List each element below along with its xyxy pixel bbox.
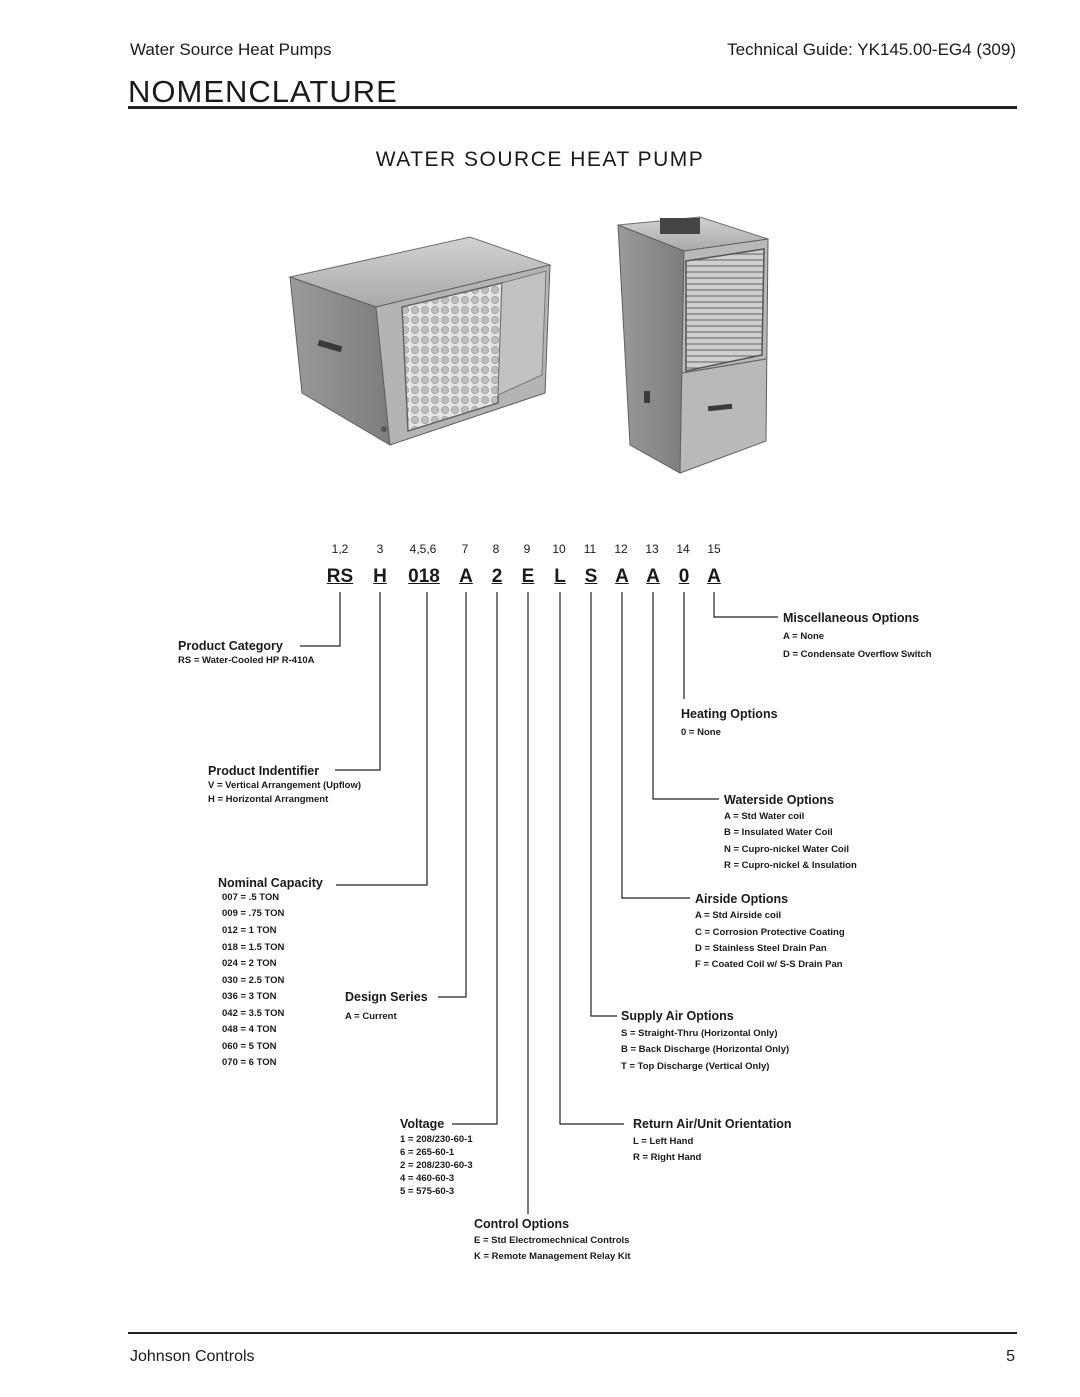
code-control-options: E — [521, 566, 535, 587]
design-series-option: A = Current — [345, 1011, 397, 1022]
position-8: 8 — [492, 542, 500, 556]
capacity-option: 048 = 4 TON — [222, 1024, 277, 1035]
product-identifier-option: V = Vertical Arrangement (Upflow) — [208, 780, 362, 791]
position-15: 15 — [707, 542, 721, 556]
waterside-option: A = Std Water coil — [724, 811, 805, 822]
control-option: E = Std Electromechnical Controls — [474, 1235, 630, 1246]
code-return-air: L — [554, 566, 566, 587]
airside-label: Airside Options — [695, 892, 789, 906]
code-voltage: 2 — [491, 566, 503, 587]
product-category-label: Product Category — [178, 639, 283, 653]
code-heating: 0 — [678, 566, 690, 587]
airside-option: D = Stainless Steel Drain Pan — [695, 943, 827, 954]
code-design-series: A — [459, 566, 473, 587]
position-4-5-6: 4,5,6 — [409, 542, 437, 556]
capacity-option: 009 = .75 TON — [222, 908, 285, 919]
section-title: WATER SOURCE HEAT PUMP — [375, 148, 705, 171]
footer-company: Johnson Controls — [130, 1348, 255, 1365]
voltage-option: 2 = 208/230-60-3 — [400, 1160, 473, 1171]
position-11: 11 — [583, 542, 597, 556]
waterside-option: R = Cupro-nickel & Insulation — [724, 860, 857, 871]
misc-option: A = None — [783, 631, 825, 642]
airside-option: C = Corrosion Protective Coating — [695, 927, 845, 938]
design-series-label: Design Series — [345, 990, 428, 1004]
footer-rule — [128, 1332, 1017, 1334]
page-title: NOMENCLATURE — [128, 74, 398, 109]
product-category-option: RS = Water-Cooled HP R-410A — [178, 655, 315, 666]
position-3: 3 — [376, 542, 384, 556]
product-identifier-option: H = Horizontal Arrangment — [208, 794, 329, 805]
page-number: 5 — [1006, 1348, 1015, 1365]
waterside-option: B = Insulated Water Coil — [724, 827, 833, 838]
position-7: 7 — [461, 542, 469, 556]
capacity-option: 012 = 1 TON — [222, 925, 277, 936]
code-waterside: A — [646, 566, 660, 587]
waterside-option: N = Cupro-nickel Water Coil — [724, 844, 850, 855]
voltage-label: Voltage — [400, 1117, 445, 1131]
vertical-unit-photo — [617, 216, 769, 474]
product-photos — [288, 216, 769, 474]
code-misc: A — [707, 566, 721, 587]
capacity-option: 070 = 6 TON — [222, 1057, 277, 1068]
title-rule — [128, 106, 1017, 109]
airside-option: F = Coated Coil w/ S-S Drain Pan — [695, 959, 843, 970]
voltage-option: 1 = 208/230-60-1 — [400, 1134, 473, 1145]
code-airside: A — [615, 566, 629, 587]
airside-option: A = Std Airside coil — [695, 910, 782, 921]
voltage-option: 5 = 575-60-3 — [400, 1186, 455, 1197]
supply-air-option: T = Top Discharge (Vertical Only) — [621, 1061, 770, 1072]
position-12: 12 — [614, 542, 628, 556]
position-10: 10 — [552, 542, 566, 556]
heating-option: 0 = None — [681, 727, 721, 738]
position-13: 13 — [645, 542, 659, 556]
voltage-option: 4 = 460-60-3 — [400, 1173, 455, 1184]
supply-air-option: S = Straight-Thru (Horizontal Only) — [621, 1028, 778, 1039]
code-product-category: RS — [326, 566, 354, 587]
supply-air-label: Supply Air Options — [621, 1009, 734, 1023]
capacity-option: 042 = 3.5 TON — [222, 1008, 285, 1019]
capacity-option: 030 = 2.5 TON — [222, 975, 285, 986]
return-air-option: L = Left Hand — [633, 1136, 694, 1147]
position-1-2: 1,2 — [331, 542, 349, 556]
heating-label: Heating Options — [681, 707, 778, 721]
return-air-label: Return Air/Unit Orientation — [633, 1117, 792, 1131]
supply-air-option: B = Back Discharge (Horizontal Only) — [621, 1044, 790, 1055]
return-air-option: R = Right Hand — [633, 1152, 702, 1163]
product-identifier-label: Product Indentifier — [208, 764, 320, 778]
control-option: K = Remote Management Relay Kit — [474, 1251, 631, 1262]
voltage-option: 6 = 265-60-1 — [400, 1147, 455, 1158]
nominal-capacity-label: Nominal Capacity — [218, 876, 323, 890]
control-options-label: Control Options — [474, 1217, 570, 1231]
code-nominal-capacity: 018 — [408, 566, 440, 587]
misc-option: D = Condensate Overflow Switch — [783, 649, 932, 660]
misc-label: Miscellaneous Options — [783, 611, 920, 625]
header-guide-number: Technical Guide: YK145.00-EG4 (309) — [727, 40, 1016, 59]
waterside-label: Waterside Options — [724, 793, 834, 807]
capacity-option: 007 = .5 TON — [222, 892, 280, 903]
horizontal-unit-photo — [288, 236, 552, 446]
capacity-option: 036 = 3 TON — [222, 991, 277, 1002]
position-14: 14 — [676, 542, 690, 556]
code-supply-air: S — [584, 566, 598, 587]
position-9: 9 — [523, 542, 531, 556]
capacity-option: 060 = 5 TON — [222, 1041, 277, 1052]
capacity-option: 018 = 1.5 TON — [222, 942, 285, 953]
header-guide-name: Water Source Heat Pumps — [130, 40, 332, 59]
code-product-identifier: H — [373, 566, 387, 587]
capacity-option: 024 = 2 TON — [222, 958, 277, 969]
